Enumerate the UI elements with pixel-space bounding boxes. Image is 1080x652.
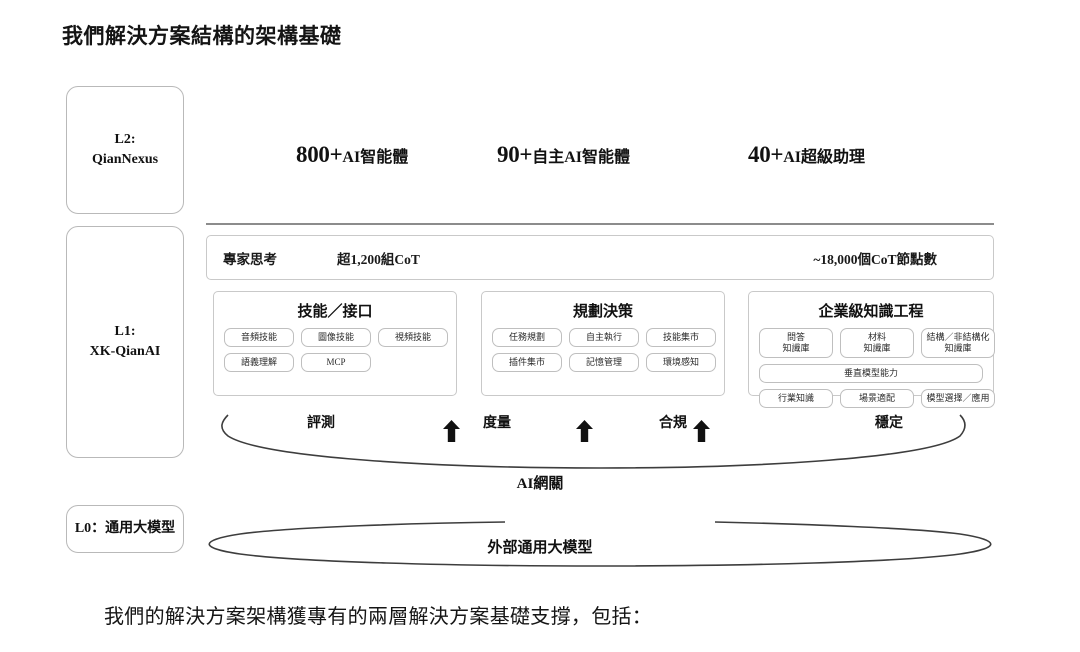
page-title: 我們解決方案結構的架構基礎 [62, 24, 342, 48]
chip-plugin-marketplace[interactable]: 插件集市 [492, 353, 562, 372]
chip-industry-knowledge[interactable]: 行業知識 [759, 389, 833, 408]
stat-agents-unit: AI智能體 [342, 149, 409, 166]
panel-skills-title: 技能／接口 [297, 304, 373, 320]
chip-skill-marketplace[interactable]: 技能集市 [646, 328, 716, 347]
eval-label-assessment: 評測 [307, 416, 335, 431]
panel-skills-interface: 技能／接口 音頻技能 圖像技能 視頻技能 語義理解 MCP [213, 291, 457, 396]
layer-l0-line1: L0：通用大模型 [74, 520, 176, 536]
chip-task-planning[interactable]: 任務規劃 [492, 328, 562, 347]
external-foundation-model-label: 外部通用大模型 [487, 540, 593, 556]
arrow-up-icon-2 [576, 420, 593, 442]
cot-expert-thinking-label: 專家思考 [223, 251, 277, 267]
layer-l1-line2: XK-QianAI [89, 344, 161, 359]
chip-semantic-understanding[interactable]: 語義理解 [224, 353, 294, 372]
panel-knowledge-row-1: 問答知識庫 材料知識庫 結構／非結構化知識庫 [759, 328, 995, 358]
chip-environment-awareness[interactable]: 環境感知 [646, 353, 716, 372]
stat-agents: 800+AI智能體 [296, 142, 408, 168]
cot-summary-bar: 專家思考 超1,200組CoT ~18,000個CoT節點數 [206, 235, 994, 280]
stat-super-assistants: 40+AI超級助理 [748, 142, 865, 168]
eval-label-measurement: 度量 [483, 416, 511, 431]
panel-knowledge-row-3: 行業知識 場景適配 模型選擇／應用 [759, 389, 995, 408]
chip-qa-knowledge-base[interactable]: 問答知識庫 [759, 328, 833, 358]
panel-knowledge-row-2: 垂直模型能力 [759, 364, 983, 383]
chip-model-selection-application[interactable]: 模型選擇／應用 [921, 389, 995, 408]
stat-agents-number: 800+ [296, 142, 343, 167]
panel-knowledge-engineering: 企業級知識工程 問答知識庫 材料知識庫 結構／非結構化知識庫 垂直模型能力 行業… [748, 291, 995, 408]
stat-autonomous-agents-unit: 自主AI智能體 [532, 149, 631, 166]
chip-vertical-model-capability[interactable]: 垂直模型能力 [759, 364, 983, 383]
stat-super-assistants-unit: AI超級助理 [783, 149, 866, 166]
layer-box-l1[interactable]: L1: XK-QianAI [66, 226, 184, 458]
eval-label-compliance: 合規 [659, 416, 687, 431]
chip-autonomous-execution[interactable]: 自主執行 [569, 328, 639, 347]
panel-planning-title: 規劃決策 [572, 304, 633, 320]
cot-nodes-label: ~18,000個CoT節點數 [813, 251, 937, 267]
ai-gateway-label: AI網關 [516, 476, 564, 492]
section-divider [206, 223, 994, 225]
layer-box-l0[interactable]: L0：通用大模型 [66, 505, 184, 553]
panel-planning-decision: 規劃決策 任務規劃 自主執行 技能集市 插件集市 記憶管理 環境感知 [481, 291, 725, 396]
chip-image-skill[interactable]: 圖像技能 [301, 328, 371, 347]
chip-audio-skill[interactable]: 音頻技能 [224, 328, 294, 347]
stat-super-assistants-number: 40+ [748, 142, 784, 167]
chip-material-knowledge-base[interactable]: 材料知識庫 [840, 328, 914, 358]
stat-autonomous-agents: 90+自主AI智能體 [497, 142, 630, 168]
slide-caption: 我們的解決方案架構獲專有的兩層解決方案基礎支撐，包括： [104, 606, 653, 628]
chip-structured-unstructured-knowledge-base[interactable]: 結構／非結構化知識庫 [921, 328, 995, 358]
chip-video-skill[interactable]: 視頻技能 [378, 328, 448, 347]
panel-planning-row-2: 插件集市 記憶管理 環境感知 [492, 353, 716, 372]
cot-sets-label: 超1,200組CoT [337, 251, 420, 267]
layer-l2-line2: QianNexus [91, 152, 159, 167]
layer-box-l2[interactable]: L2: QianNexus [66, 86, 184, 214]
arrow-up-icon-3 [693, 420, 710, 442]
panel-skills-row-1: 音頻技能 圖像技能 視頻技能 [224, 328, 448, 347]
layer-l2-line1: L2: [114, 131, 136, 147]
panel-knowledge-title: 企業級知識工程 [818, 304, 924, 320]
eval-label-stability: 穩定 [875, 416, 903, 431]
chip-memory-management[interactable]: 記憶管理 [569, 353, 639, 372]
chip-mcp[interactable]: MCP [301, 353, 371, 372]
panel-skills-row-2: 語義理解 MCP [224, 353, 446, 372]
panel-planning-row-1: 任務規劃 自主執行 技能集市 [492, 328, 716, 347]
chip-scenario-adaptation[interactable]: 場景適配 [840, 389, 914, 408]
stat-autonomous-agents-number: 90+ [497, 142, 533, 167]
arrow-up-icon-1 [443, 420, 460, 442]
layer-l1-line1: L1: [114, 323, 136, 339]
